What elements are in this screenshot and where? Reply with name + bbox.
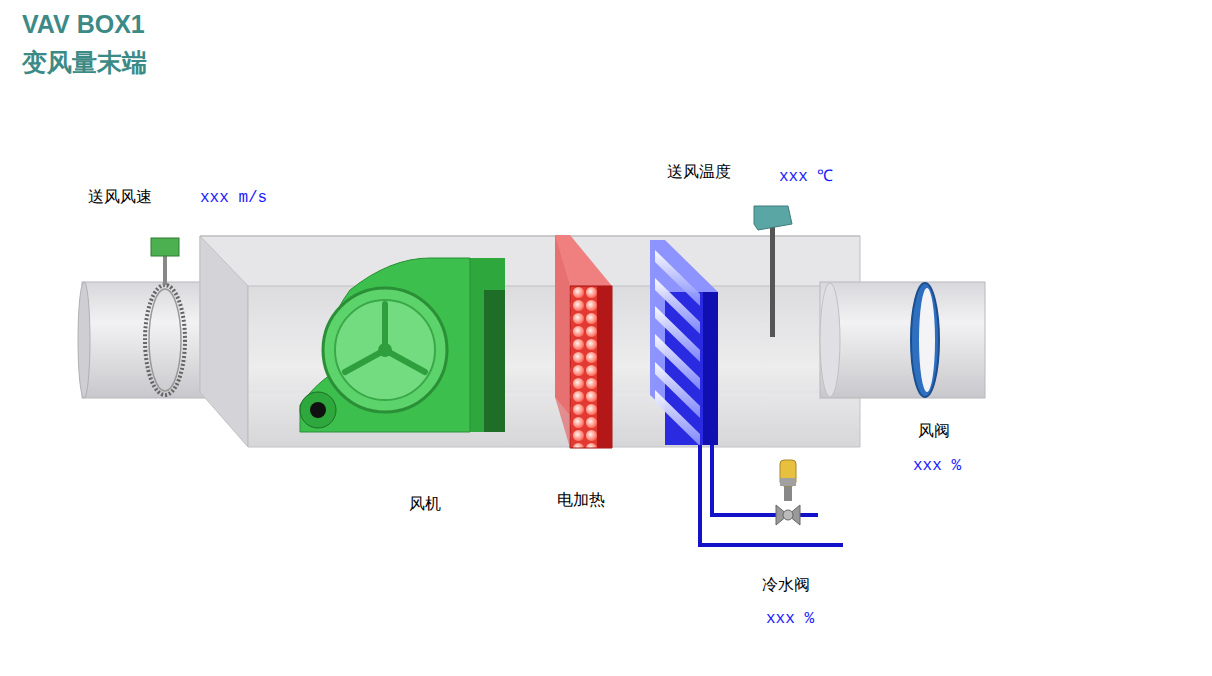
part-label: 风机: [409, 494, 441, 515]
part-label: 风阀: [918, 421, 950, 442]
value-readout: xxx %: [766, 610, 814, 628]
value-readout: xxx ℃: [779, 164, 833, 186]
page-title: VAV BOX1: [22, 10, 145, 39]
value-readout: xxx %: [913, 457, 961, 475]
part-label: 送风风速: [88, 187, 152, 208]
part-label: 电加热: [557, 490, 605, 511]
part-label: 冷水阀: [762, 575, 810, 596]
page-subtitle: 变风量末端: [22, 46, 147, 79]
part-label: 送风温度: [667, 162, 731, 183]
value-readout: xxx m/s: [200, 189, 267, 207]
